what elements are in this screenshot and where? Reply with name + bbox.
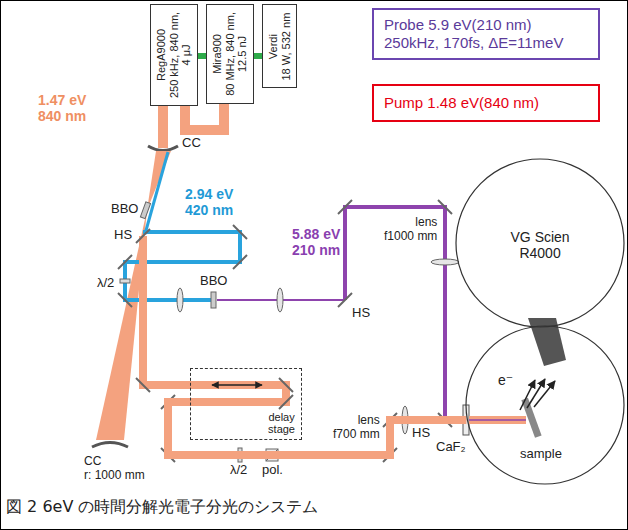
lens — [431, 259, 459, 265]
concave-mirror — [92, 443, 128, 448]
box-text: e⁻ — [498, 372, 513, 388]
beam-connector — [168, 402, 466, 455]
optics-label: pol. — [262, 463, 283, 478]
lens — [277, 288, 283, 312]
info-box: Pump 1.48 eV(840 nm) — [372, 84, 600, 122]
optics-label: BBO — [200, 274, 227, 289]
optics-label: BBO — [111, 202, 138, 217]
optics-label: 1.47 eV 840 nm — [38, 92, 86, 124]
laser-box: Verdi 18 W, 532 nm — [262, 4, 297, 88]
caption: 図 2 6eV の時間分解光電子分光のシステム — [6, 498, 318, 516]
lens — [177, 288, 183, 312]
analyzer: VG Scien R4000 — [455, 158, 625, 328]
optics-label: HS — [114, 228, 132, 243]
beam-840 — [469, 416, 526, 424]
concave-mirror — [148, 146, 178, 151]
optics-label: CC r: 1000 mm — [84, 455, 145, 483]
box-text: Probe 5.9 eV(210 nm) 250kHz, 170fs, ΔE=1… — [384, 16, 563, 52]
optics-label: lens f1000 mm — [384, 216, 437, 244]
chamber: CaF₂e⁻sample — [465, 325, 625, 485]
box-text: sample — [520, 447, 562, 462]
bbo-crystal — [211, 292, 216, 308]
info-box: Probe 5.9 eV(210 nm) 250kHz, 170fs, ΔE=1… — [372, 8, 600, 60]
beam-840 — [143, 236, 286, 402]
optics-label: HS — [412, 426, 430, 441]
box-text: RegA9000 250 kHz, 840 nm, 4 μJ — [155, 12, 193, 98]
beam-210 — [345, 207, 445, 420]
box-text: delay stage — [268, 411, 295, 436]
optics-label: HS — [352, 306, 370, 321]
optics-label: 2.94 eV 420 nm — [185, 186, 233, 218]
box-text: Mira900 80 MHz, 840 nm, 12.5 nJ — [211, 12, 249, 96]
stage-arrow — [212, 384, 262, 386]
outline-circle — [456, 159, 624, 327]
analyzer-lens — [528, 318, 566, 366]
optics-label: CC — [182, 136, 201, 151]
box-text: Verdi 18 W, 532 nm — [267, 12, 292, 80]
beam-connector — [254, 53, 262, 59]
optics-label: λ/2 — [230, 463, 247, 478]
beam-840 — [158, 100, 168, 148]
box-text: VG Scien R4000 — [511, 229, 570, 261]
electron-arrow — [520, 380, 535, 410]
optics-label: λ/2 — [97, 276, 114, 291]
waveplate — [120, 279, 130, 283]
box-text: Pump 1.48 eV(840 nm) — [384, 94, 539, 112]
box-text: CaF₂ — [436, 440, 466, 455]
electron-arrow — [534, 381, 555, 407]
optics-label: lens f700 mm — [333, 414, 380, 442]
outline-circle — [466, 326, 624, 484]
beam-210 — [469, 419, 526, 421]
beam-connector — [185, 104, 224, 130]
sample-plate — [521, 398, 541, 438]
optics-label: 5.88 eV 210 nm — [292, 226, 340, 258]
laser-box: RegA9000 250 kHz, 840 nm, 4 μJ — [150, 4, 198, 106]
beam-420 — [145, 152, 168, 234]
beam-connector — [198, 53, 206, 59]
laser-box: Mira900 80 MHz, 840 nm, 12.5 nJ — [206, 4, 254, 104]
delay-stage: delay stage — [190, 368, 302, 440]
